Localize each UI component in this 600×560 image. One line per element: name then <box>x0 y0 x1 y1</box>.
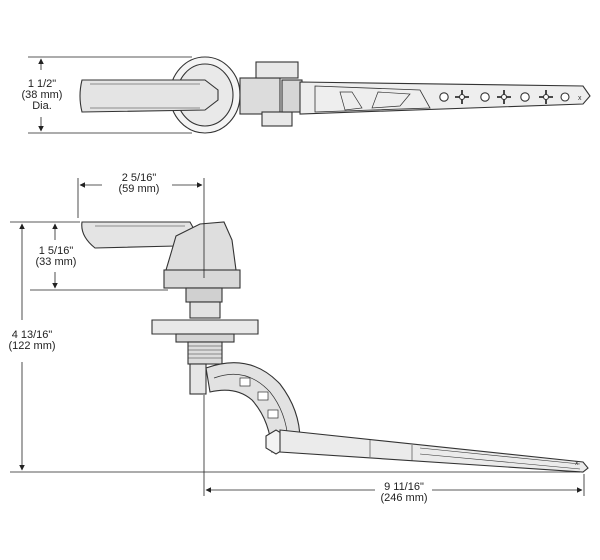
top-hub <box>239 77 281 115</box>
total-height-label: 4 13/16" (122 mm) <box>0 330 64 352</box>
top-lever-handle <box>79 79 219 113</box>
handle-length-metric: (59 mm) <box>118 183 160 195</box>
arm-length-imperial: 9 11/16" <box>384 481 424 493</box>
top-view <box>79 56 591 134</box>
diameter-label: 1 1/2" (38 mm) Dia. <box>14 79 70 112</box>
handle-height-imperial: 1 5/16" <box>38 245 74 257</box>
side-arm-mark-wrap: x <box>575 460 579 467</box>
total-height-metric: (122 mm) <box>8 340 56 352</box>
diameter-dimension <box>28 56 192 134</box>
top-arm-mark: x <box>578 95 582 102</box>
diameter-imperial: 1 1/2" <box>27 78 57 90</box>
handle-height-label: 1 5/16" (33 mm) <box>30 246 82 268</box>
side-dimensions <box>10 178 585 496</box>
side-arm-mark: x <box>575 460 579 467</box>
side-view <box>81 221 589 473</box>
arm-length-metric: (246 mm) <box>380 492 428 504</box>
side-long-arm <box>279 429 589 473</box>
side-mount-plate <box>151 319 259 335</box>
total-height-imperial: 4 13/16" <box>11 329 53 341</box>
handle-length-label: 2 5/16" (59 mm) <box>110 173 168 195</box>
diameter-note: Dia. <box>32 100 52 112</box>
handle-length-imperial: 2 5/16" <box>121 172 157 184</box>
side-nut-upper <box>185 287 223 303</box>
arm-length-label: 9 11/16" (246 mm) <box>372 482 436 504</box>
diameter-metric: (38 mm) <box>21 89 63 101</box>
side-threaded-shank <box>187 341 223 365</box>
handle-height-metric: (33 mm) <box>35 256 77 268</box>
